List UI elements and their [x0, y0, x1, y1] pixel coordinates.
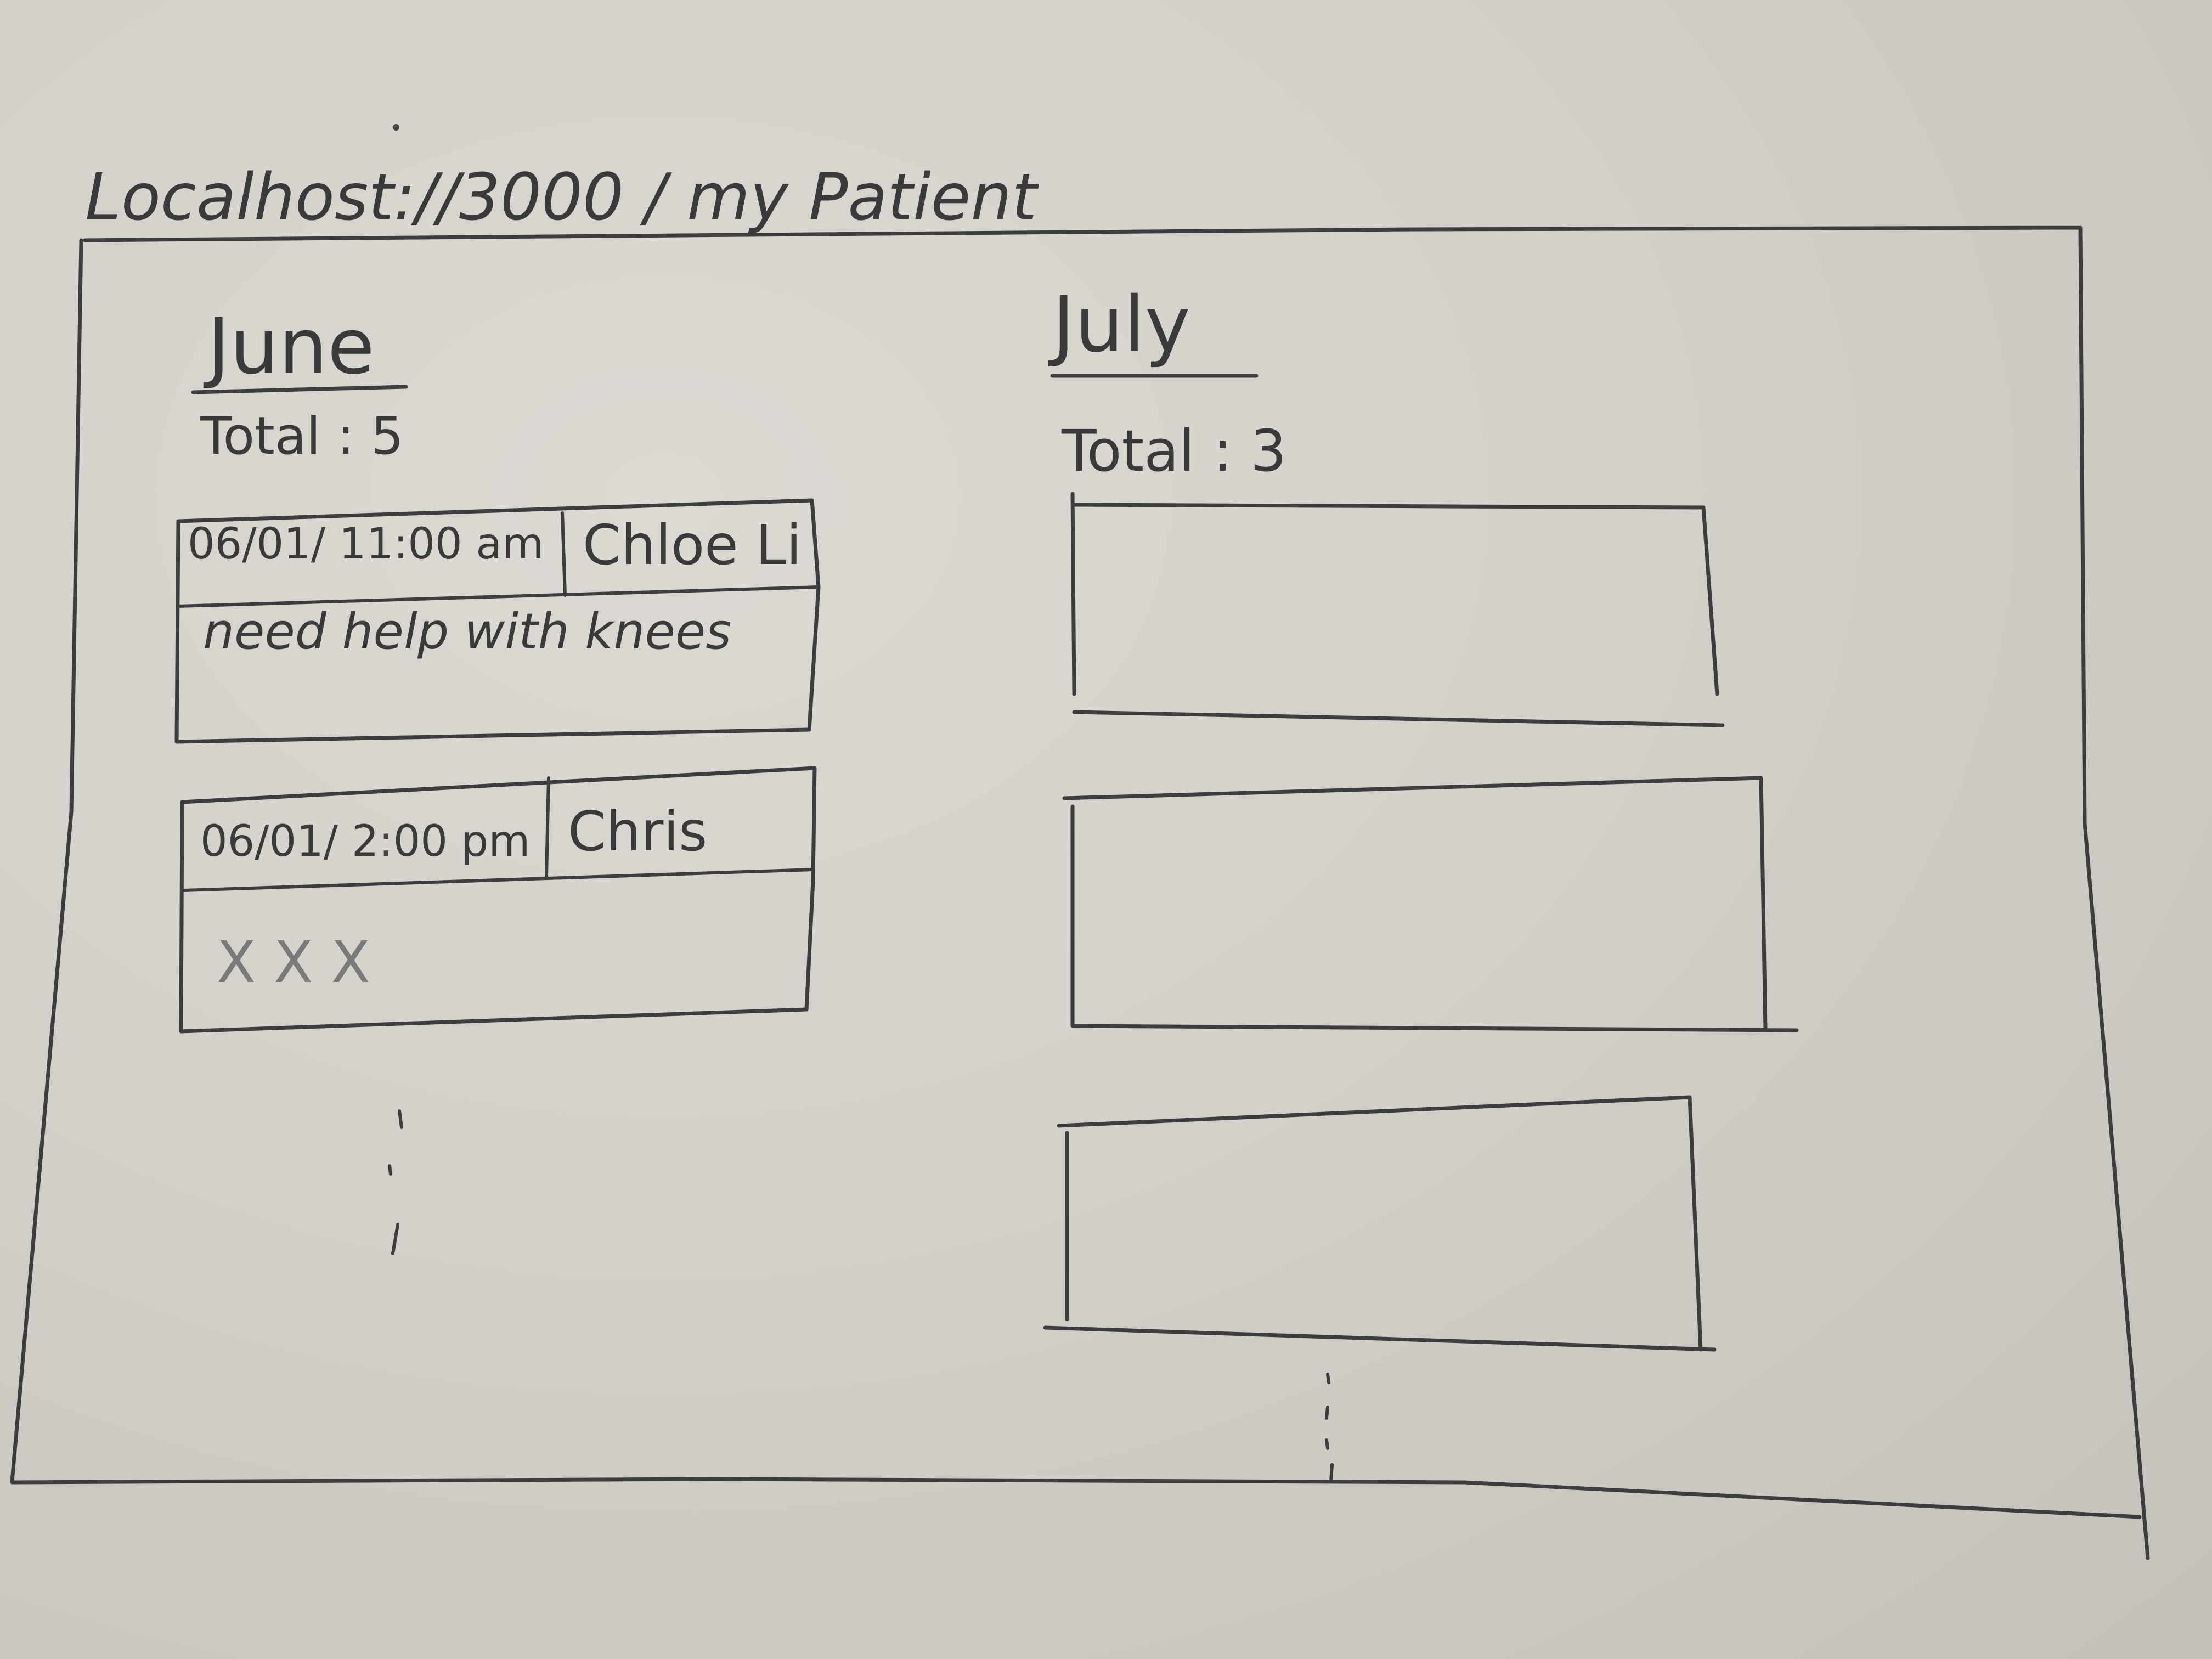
card-border	[174, 498, 821, 744]
appointment-patient[interactable]: Chloe Li	[583, 513, 802, 577]
appointment-card[interactable]: 06/01/ 11:00 am Chloe Li need help with …	[174, 498, 821, 744]
url-bar[interactable]: Localhost://3000 / my Patient	[85, 159, 1039, 235]
month-title-june: June	[203, 302, 375, 392]
card-header-divider	[182, 868, 815, 892]
card-border	[179, 766, 817, 1034]
card-header-separator	[561, 511, 567, 597]
month-total-june: Total : 5	[200, 407, 404, 466]
appointment-card[interactable]: 06/01/ 2:00 pm Chris X X X	[179, 766, 817, 1034]
appointment-note: need help with knees	[203, 603, 731, 661]
card-header-separator	[545, 776, 550, 878]
appointment-note: X X X	[217, 929, 370, 996]
appointment-card-placeholder[interactable]	[1070, 492, 1725, 727]
appointment-datetime: 06/01/ 11:00 am	[188, 520, 544, 569]
month-title-july: July	[1048, 280, 1190, 370]
appointment-datetime: 06/01/ 2:00 pm	[200, 817, 530, 866]
browser-window-frame	[10, 225, 2150, 1560]
month-total-july: Total : 3	[1061, 417, 1286, 484]
appointment-card-placeholder[interactable]	[1043, 1095, 1717, 1352]
pencil-dot	[393, 124, 399, 131]
more-indicator-june	[388, 1109, 403, 1255]
month-underline-june	[191, 385, 408, 394]
appointment-card-placeholder[interactable]	[1062, 776, 1799, 1032]
more-indicator-july	[1325, 1373, 1334, 1483]
card-header-divider	[177, 585, 820, 608]
appointment-patient[interactable]: Chris	[568, 799, 707, 864]
